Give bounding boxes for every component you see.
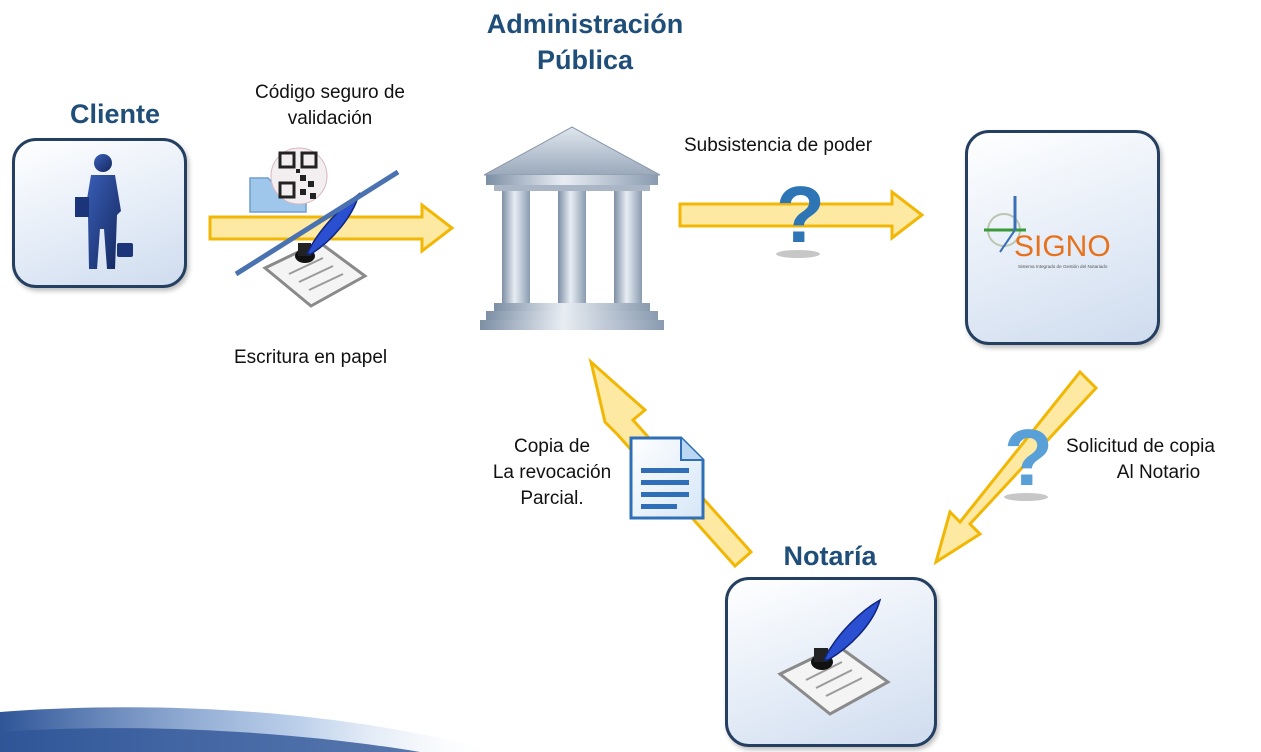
question-mark-icon: ? — [1004, 413, 1053, 502]
question-mark-icon: ? — [776, 170, 825, 259]
arrow-signo-to-notaria — [933, 369, 1099, 566]
solicitud-line-2: Al Notario — [1116, 462, 1201, 483]
escritura-label: Escritura en papel — [234, 347, 388, 368]
strike-through-line — [234, 169, 400, 277]
solicitud-label: Solicitud de copia Al Notario — [1066, 434, 1251, 486]
codigo-line-2: validación — [287, 108, 373, 129]
qr-code-icon — [270, 147, 328, 205]
solicitud-line-1: Solicitud de copia — [1066, 436, 1215, 457]
cliente-box — [12, 138, 187, 288]
subsistencia-label: Subsistencia de poder — [684, 135, 873, 156]
svg-text:?: ? — [1004, 413, 1053, 502]
signo-box: SIGNO Sistema Integrado de Gestión del N… — [965, 130, 1160, 345]
svg-text:?: ? — [776, 170, 825, 259]
document-icon — [629, 436, 705, 520]
administracion-heading: Administración Pública — [440, 6, 730, 78]
signed-deed-quill-icon — [777, 598, 891, 716]
decorative-swoosh — [0, 707, 500, 752]
signo-logo-text: SIGNO — [1014, 230, 1111, 263]
arrow-administracion-to-signo — [678, 188, 925, 242]
administracion-line-2: Pública — [536, 45, 634, 75]
copia-line-3: Parcial. — [520, 488, 584, 509]
notaria-box — [725, 577, 937, 747]
codigo-line-1: Código seguro de — [255, 82, 405, 103]
codigo-label: Código seguro de validación — [230, 80, 430, 132]
cliente-heading: Cliente — [69, 99, 161, 129]
copia-line-2: La revocación — [492, 462, 612, 483]
copia-line-1: Copia de — [513, 436, 591, 457]
signo-tagline: Sistema Integrado de Gestión del Notaria… — [1018, 264, 1108, 269]
signo-logo: SIGNO Sistema Integrado de Gestión del N… — [984, 196, 1111, 269]
copia-label: Copia de La revocación Parcial. — [472, 434, 632, 512]
notaria-heading: Notaría — [783, 541, 877, 571]
administracion-line-1: Administración — [486, 9, 684, 39]
government-building-icon — [480, 126, 664, 330]
businessman-silhouette-icon — [75, 154, 133, 269]
